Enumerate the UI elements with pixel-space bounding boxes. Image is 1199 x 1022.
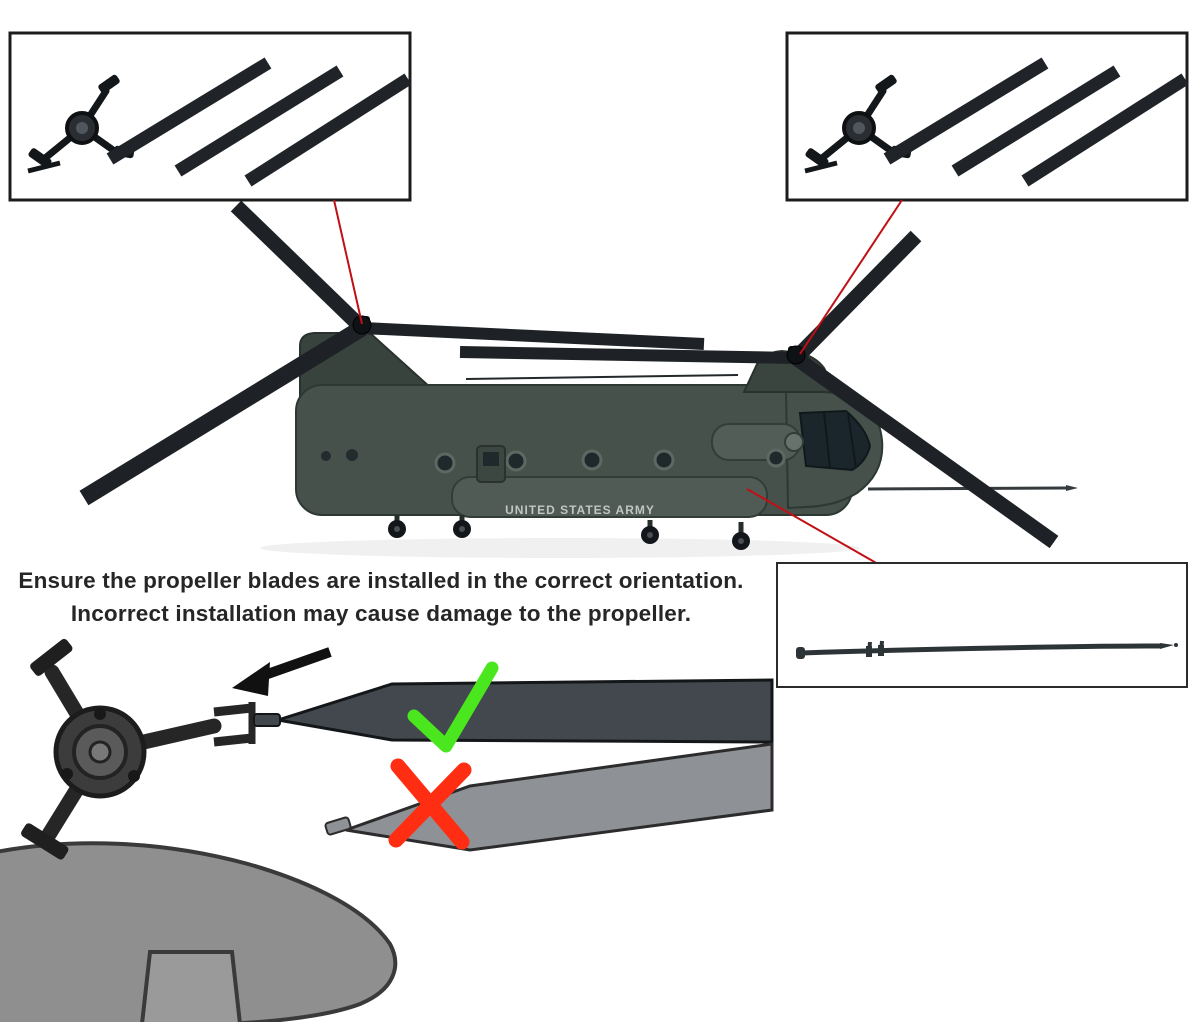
warning-text: Ensure the propeller blades are installe… <box>0 564 762 630</box>
aft-blade-up <box>230 200 368 334</box>
rotor-hub-detail <box>21 638 273 860</box>
lower-sponson <box>451 476 768 518</box>
inset-rear-rotor-parts <box>785 31 1187 202</box>
ground-shadow <box>260 538 860 558</box>
callout-line-shaft <box>746 488 879 565</box>
rotor-blades <box>79 200 1059 549</box>
correct-orientation-blade <box>277 678 774 744</box>
warning-line-2: Incorrect installation may cause damage … <box>70 601 692 626</box>
callout-line-aft-rotor <box>333 199 363 325</box>
rotor-head-body <box>0 841 398 1022</box>
front-blade-horizontal <box>459 346 797 364</box>
cockpit-glass <box>798 409 872 472</box>
fuselage-text: UNITED STATES ARMY <box>505 503 655 517</box>
front-blade-down-right <box>791 351 1059 549</box>
cabin-windows <box>321 448 786 474</box>
aft-blade-horizontal <box>361 322 705 350</box>
pointer-arrow-icon <box>232 647 332 696</box>
chinook-helicopter-photo: UNITED STATES ARMY <box>79 200 1078 558</box>
roof-rail <box>465 374 739 380</box>
correct-blade-root-pin <box>253 713 281 727</box>
incorrect-blade-root-pin <box>324 816 352 836</box>
engine-intake <box>784 432 804 452</box>
callout-lines <box>333 199 903 565</box>
landing-gear <box>388 515 750 550</box>
check-mark-icon <box>407 661 499 753</box>
door-window <box>483 452 499 466</box>
rotor-shaft-illustration <box>796 640 1178 659</box>
blade-grip-clevis <box>213 703 253 747</box>
cross-mark-icon <box>388 758 472 850</box>
inset-frame <box>776 562 1188 688</box>
blade-orientation-diagram <box>0 638 774 1022</box>
callout-line-front-rotor <box>799 199 903 355</box>
inset-front-rotor-parts <box>8 31 410 202</box>
fuselage: UNITED STATES ARMY <box>295 332 1078 550</box>
rotor-head-tab <box>140 950 242 1022</box>
front-blade-up <box>790 230 922 364</box>
aft-blade-down-left <box>79 320 367 506</box>
inset-rotor-shaft-part <box>776 562 1188 688</box>
warning-line-1: Ensure the propeller blades are installe… <box>18 568 744 593</box>
cockpit-window-frames <box>823 411 857 469</box>
